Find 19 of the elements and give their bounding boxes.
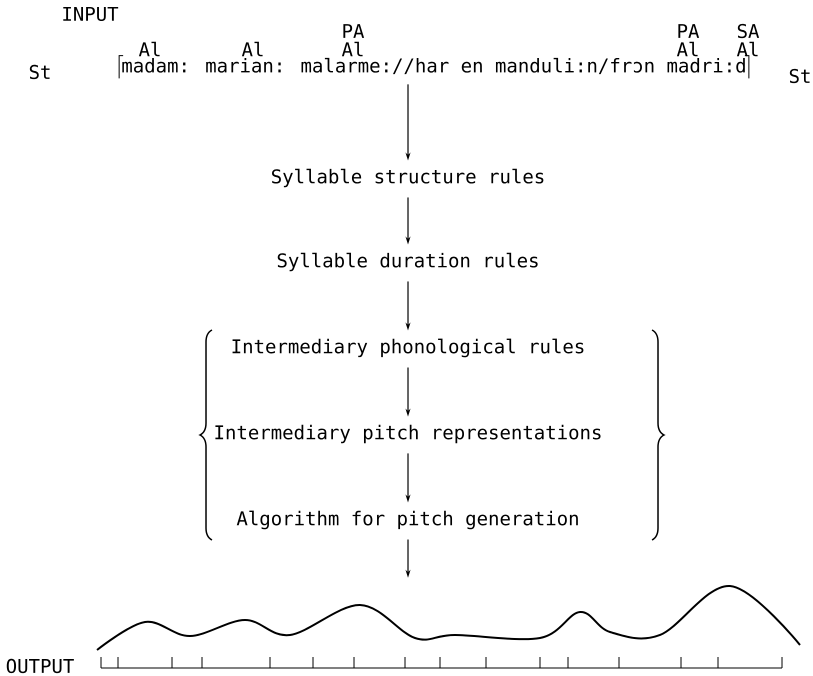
- accent-label: Al: [342, 42, 363, 56]
- output-label: OUTPUT: [6, 658, 74, 674]
- accent-label: SA: [738, 24, 760, 38]
- accent-label: PA: [678, 24, 700, 38]
- boundary-label: St: [30, 64, 50, 80]
- pitch-curve-drawing: [96, 585, 801, 651]
- rule-step-text: Intermediary phonological rules: [232, 338, 584, 358]
- input-transcription: madam: marian: malarme://har en manduli:n/frɔn madri:d: [122, 58, 745, 74]
- rule-step-text: Syllable duration rules: [278, 252, 538, 272]
- accent-label: Al: [138, 42, 160, 56]
- rule-step-text: Intermediary pitch representations: [215, 424, 601, 444]
- accent-label: Al: [736, 42, 758, 56]
- input-label: INPUT: [63, 6, 118, 22]
- rule-step-text: Algorithm for pitch generation: [236, 510, 578, 530]
- accent-label: Al: [242, 42, 263, 56]
- rule-step-text: Syllable structure rules: [272, 168, 544, 188]
- boundary-label: St: [790, 68, 810, 84]
- accent-label: PA: [343, 24, 364, 38]
- accent-label: Al: [676, 42, 698, 56]
